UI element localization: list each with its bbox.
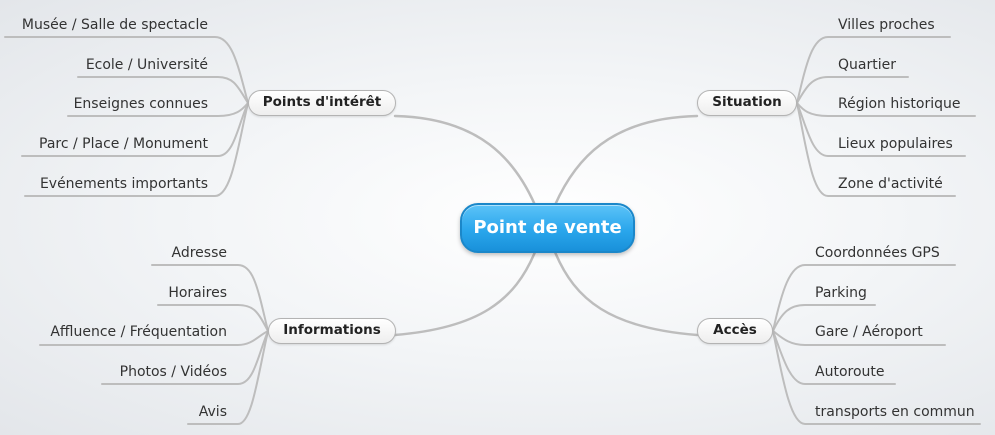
leaf-musee-salle-spectacle[interactable]: Musée / Salle de spectacle [21,17,208,33]
branch-acces[interactable]: Accès [697,318,773,344]
connector-leaf [772,304,876,332]
leaf-autoroute[interactable]: Autoroute [815,364,885,380]
connector-leaf [39,330,269,346]
connector-leaf [772,330,946,346]
connector-leaf [101,330,269,385]
connector-leaf [187,330,269,425]
connector-leaf [796,102,966,157]
leaf-coordonnees-gps[interactable]: Coordonnées GPS [815,245,940,261]
leaf-parc-place-monument[interactable]: Parc / Place / Monument [39,136,208,152]
leaf-avis[interactable]: Avis [198,404,227,420]
connector-leaf [772,330,896,385]
leaf-zone-activite[interactable]: Zone d'activité [838,176,943,192]
connector-central-to-informations [393,250,537,337]
connector-leaf [4,36,249,104]
leaf-region-historique[interactable]: Région historique [838,96,961,112]
leaf-evenements-importants[interactable]: Evénements importants [39,176,208,192]
branch-informations[interactable]: Informations [268,318,396,344]
leaf-ecole-universite[interactable]: Ecole / Université [85,57,208,73]
leaf-lieux-populaires[interactable]: Lieux populaires [838,136,953,152]
branch-situation[interactable]: Situation [697,90,797,116]
central-topic-point-de-vente[interactable]: Point de vente [460,203,635,253]
leaf-enseignes-connues[interactable]: Enseignes connues [73,96,208,112]
leaf-horaires[interactable]: Horaires [168,285,227,301]
connector-leaf [772,264,956,332]
leaf-villes-proches[interactable]: Villes proches [838,17,935,33]
connector-leaf [796,102,956,197]
branch-points-interet[interactable]: Points d'intérêt [248,90,396,116]
connector-leaf [157,304,269,332]
leaf-transports-en-commun[interactable]: transports en commun [815,404,975,420]
connector-leaf [21,102,249,157]
connector-leaf [796,36,951,104]
connector-leaf [24,102,249,197]
connector-leaf [772,330,981,425]
leaf-quartier[interactable]: Quartier [838,57,896,73]
connector-central-to-points-interet [393,114,537,207]
leaf-gare-aeroport[interactable]: Gare / Aéroport [815,324,923,340]
connector-leaf [77,76,249,104]
connector-leaf [796,76,909,104]
leaf-photos-videos[interactable]: Photos / Vidéos [119,364,227,380]
connector-leaf [151,264,269,332]
leaf-adresse[interactable]: Adresse [171,245,227,261]
leaf-parking[interactable]: Parking [815,285,867,301]
leaf-affluence-frequentation[interactable]: Affluence / Fréquentation [50,324,227,340]
connector-central-to-acces [553,250,699,337]
connector-central-to-situation [553,114,699,207]
